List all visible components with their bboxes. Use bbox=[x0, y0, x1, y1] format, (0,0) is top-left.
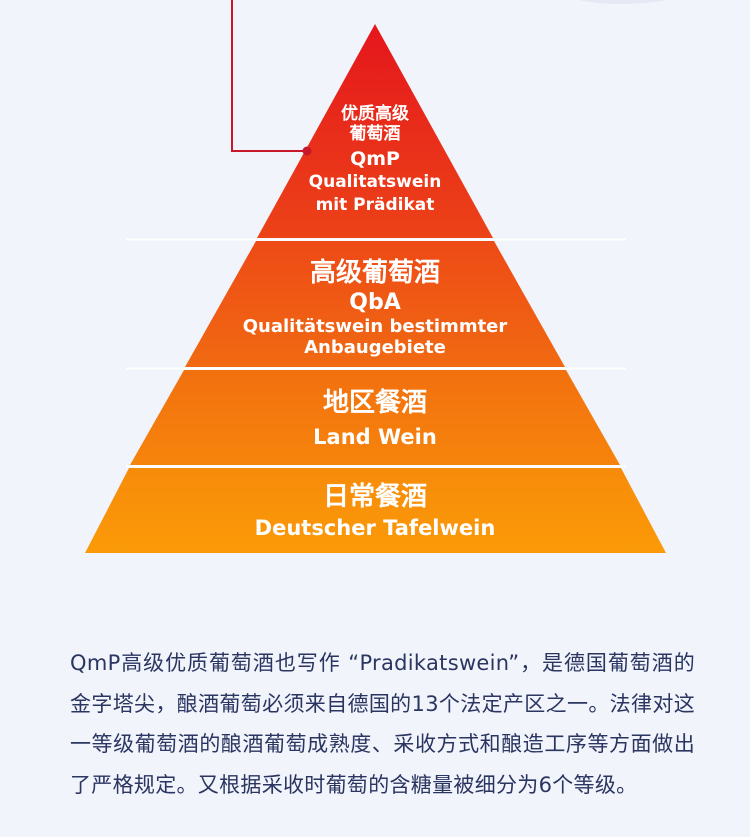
pyramid-graphic bbox=[85, 0, 668, 553]
tier-zh-name: 地区餐酒 bbox=[322, 388, 427, 418]
pyramid-tier-landwein bbox=[130, 370, 620, 465]
tier-zh-name: 优质高级 葡萄酒 bbox=[341, 104, 409, 144]
tier-code: QmP bbox=[350, 148, 400, 170]
pyramid-tier-qmp bbox=[257, 24, 493, 238]
tier-de-name: Land Wein bbox=[313, 425, 437, 449]
connector-line bbox=[231, 0, 306, 152]
tier-zh-name: 日常餐酒 bbox=[322, 482, 427, 512]
description-paragraph: QmP高级优质葡萄酒也写作 “Pradikatswein”，是德国葡萄酒的金字塔… bbox=[70, 651, 695, 797]
tier-de-name: Qualitatswein mit Prädikat bbox=[308, 172, 442, 215]
tier-label-qba: 高级葡萄酒 QbA Qualitätswein bestimmter Anbau… bbox=[0, 257, 750, 358]
tier-de-name: Qualitätswein bestimmter Anbaugebiete bbox=[242, 316, 508, 358]
pyramid-tier-qba bbox=[185, 241, 565, 367]
pyramid-tier-tafelwein bbox=[85, 468, 666, 553]
tier-label-landwein: 地区餐酒 Land Wein bbox=[0, 386, 750, 452]
tier-code: QbA bbox=[349, 290, 401, 315]
tier-de-name: Deutscher Tafelwein bbox=[254, 516, 496, 540]
tier-label-qmp: 优质高级 葡萄酒 QmP Qualitatswein mit Prädikat bbox=[0, 104, 750, 217]
tier-zh-name: 高级葡萄酒 bbox=[309, 258, 440, 288]
tier-label-tafelwein: 日常餐酒 Deutscher Tafelwein bbox=[0, 481, 750, 543]
connector-dot bbox=[302, 146, 312, 156]
decorative-shape bbox=[578, 0, 668, 4]
